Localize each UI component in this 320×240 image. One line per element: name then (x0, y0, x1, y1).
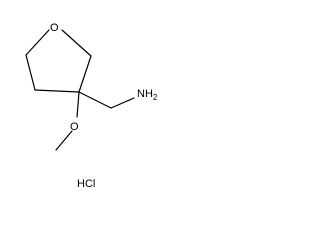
bond-c3-ch2 (78, 91, 112, 109)
bond-c2-c3 (78, 55, 92, 93)
bond-o-c2 (61, 29, 92, 57)
tetrahydrofuran-ring (25, 29, 92, 93)
bond-c3-o (76, 91, 80, 118)
ring-oxygen-label: O (50, 22, 59, 34)
bond-o-ch3 (55, 130, 73, 151)
hcl-salt-label: HCl (77, 178, 95, 190)
bond-ch2-n (110, 97, 135, 109)
methoxy-oxygen-label: O (70, 121, 79, 133)
amine-label-subscript: 2 (153, 93, 158, 102)
bond-c3-c4 (34, 89, 80, 93)
chemical-structure: O NH2 O HCl (25, 22, 158, 190)
aminomethyl-group (78, 91, 135, 109)
bond-c5-o (25, 29, 50, 56)
amine-label: NH2 (137, 88, 158, 102)
bond-c4-c5 (25, 54, 36, 91)
methoxy-group (55, 91, 80, 151)
amine-label-main: NH (137, 88, 153, 100)
